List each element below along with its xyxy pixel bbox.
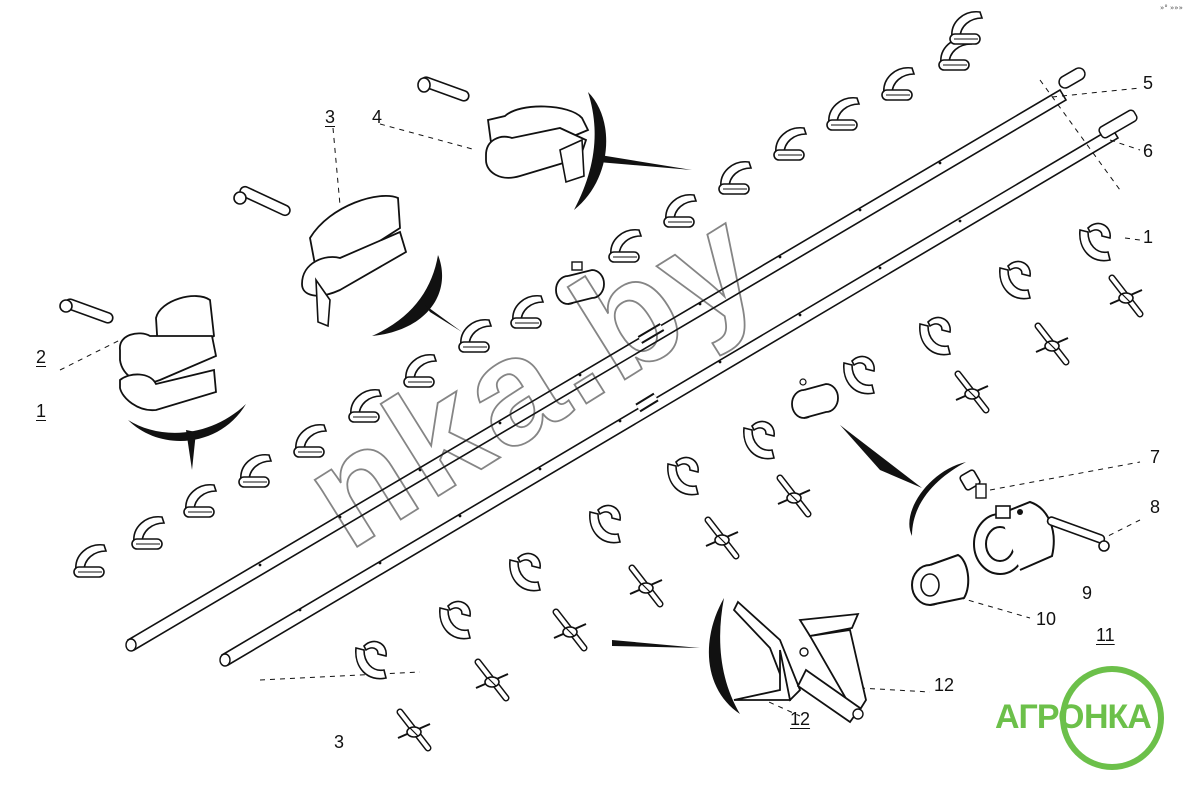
- detail-collar-assembly: [840, 425, 1110, 606]
- shaft-5: [125, 67, 1086, 652]
- detail-3-knife: [233, 185, 462, 336]
- leader-lines: [59, 79, 1141, 717]
- callout-12-right: 12: [934, 675, 955, 695]
- detail-4-knife: [417, 76, 692, 210]
- upper-row-bushing: [555, 261, 605, 305]
- callout-12-bottom: 12: [790, 709, 811, 729]
- callout-9: 9: [1082, 583, 1093, 603]
- logo-word-agro: АГРО: [995, 698, 1085, 736]
- svg-text:»° »»»: »° »»»: [1160, 4, 1183, 12]
- callout-1-top: 1: [1143, 227, 1154, 247]
- callout-6: 6: [1143, 141, 1154, 161]
- agronka-logo: АГРО НКА: [990, 665, 1170, 775]
- callout-3-top: 3: [325, 107, 336, 127]
- callout-5: 5: [1143, 73, 1154, 93]
- callout-8: 8: [1150, 497, 1161, 517]
- shaft-6: [219, 109, 1138, 667]
- logo-word-nka: НКА: [1084, 698, 1152, 736]
- callout-11: 11: [1096, 625, 1115, 645]
- callout-3-bottom: 3: [334, 732, 345, 752]
- callout-4: 4: [372, 107, 383, 127]
- shaft-rivets: [258, 161, 962, 612]
- callout-7: 7: [1150, 447, 1161, 467]
- lower-row-bushing: [791, 378, 839, 419]
- agronka-logo-mark: [1060, 666, 1164, 770]
- callout-2: 2: [36, 347, 47, 367]
- detail-12-bracket: [612, 598, 867, 724]
- detail-1-2-knife: [59, 295, 246, 470]
- callout-10: 10: [1036, 609, 1057, 629]
- callout-1-left: 1: [36, 401, 47, 421]
